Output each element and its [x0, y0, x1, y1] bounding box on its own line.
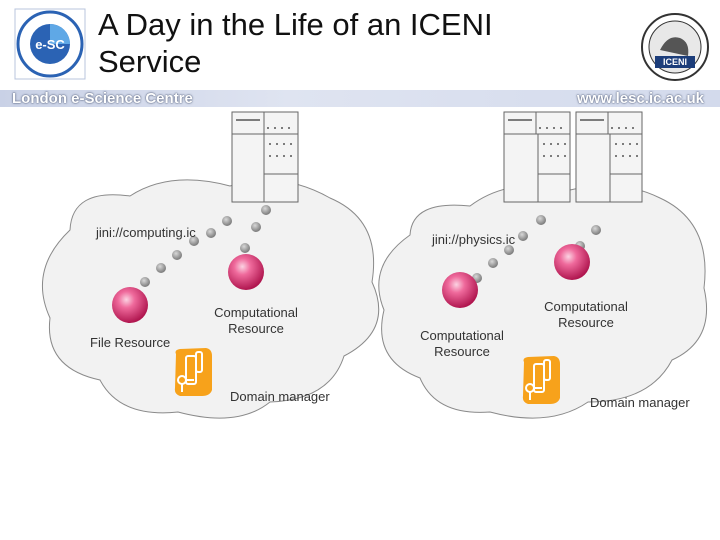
left-cloud-name-label: jini://computing.ic	[96, 225, 196, 240]
page-title: A Day in the Life of an ICENI Service	[98, 6, 618, 80]
right-server-1	[503, 111, 571, 203]
banner: London e-Science Centre www.lesc.ic.ac.u…	[0, 90, 720, 107]
right-domain-manager-icon	[521, 355, 561, 405]
iceni-logo-text: ICENI	[663, 57, 687, 67]
left-domain-manager-label: Domain manager	[230, 389, 330, 404]
lesc-logo-text: e-SC	[35, 37, 65, 52]
banner-organisation: London e-Science Centre	[12, 90, 193, 107]
left-server	[231, 111, 299, 203]
left-connector-dots	[140, 205, 271, 287]
right-cloud-name-label: jini://physics.ic	[432, 232, 516, 247]
right-computational-resource-label-2: Computational Resource	[536, 299, 636, 331]
left-computational-label-line-1: Computational	[214, 305, 298, 320]
left-file-resource-label: File Resource	[90, 335, 171, 350]
right-computational-resource-label-1: Computational Resource	[412, 328, 512, 360]
left-computational-resource-node	[228, 254, 264, 290]
left-domain-manager-icon	[173, 347, 213, 397]
right-computational-2-line-1: Computational	[544, 299, 628, 314]
left-cloud	[41, 179, 380, 419]
title-line-2: Service	[98, 44, 202, 79]
right-computational-resource-node-1	[442, 272, 478, 308]
right-computational-resource-node-2	[554, 244, 590, 280]
lesc-logo: e-SC	[14, 8, 86, 80]
right-computational-2-line-2: Resource	[558, 315, 614, 330]
left-file-resource-node	[112, 287, 148, 323]
banner-website-link[interactable]: www.lesc.ic.ac.uk	[576, 90, 704, 107]
right-domain-manager-label: Domain manager	[590, 395, 690, 410]
right-computational-1-line-1: Computational	[420, 328, 504, 343]
right-server-2	[575, 111, 643, 203]
iceni-logo: ICENI	[641, 13, 709, 81]
title-line-1: A Day in the Life of an ICENI	[98, 7, 493, 42]
right-computational-1-line-2: Resource	[434, 344, 490, 359]
left-computational-label-line-2: Resource	[228, 321, 284, 336]
left-computational-resource-label: Computational Resource	[205, 305, 307, 337]
